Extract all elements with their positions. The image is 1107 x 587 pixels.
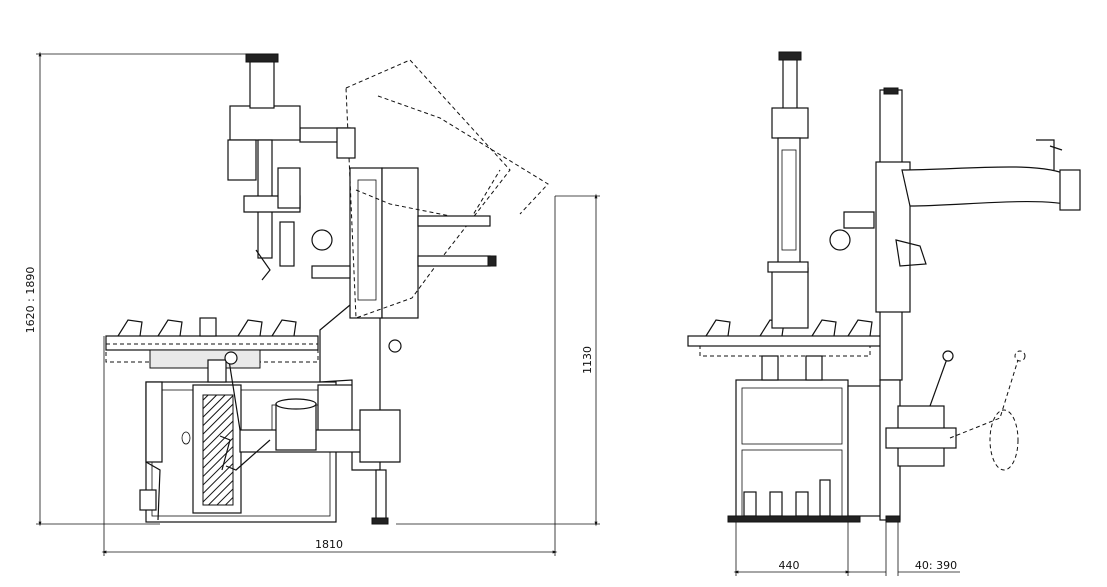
turntable (105, 335, 319, 351)
working-height-label: 1130 (581, 346, 594, 374)
base-width-label: 440 (779, 559, 800, 572)
side-offset-label: 40: 390 (915, 559, 957, 572)
front-arm (901, 166, 1075, 207)
total-length-label: 1810 (315, 538, 343, 551)
dimension-lines-right (733, 522, 960, 576)
front-turntable (687, 335, 885, 347)
height-range-label: 1620 : 1890 (24, 267, 37, 334)
dimension-lines-left (36, 51, 600, 556)
front-view (687, 51, 1081, 523)
column-upper (349, 167, 383, 319)
head-housing (229, 105, 301, 141)
front-vertical-shaft (782, 53, 798, 111)
side-view (105, 53, 549, 525)
vertical-shaft (249, 55, 275, 109)
